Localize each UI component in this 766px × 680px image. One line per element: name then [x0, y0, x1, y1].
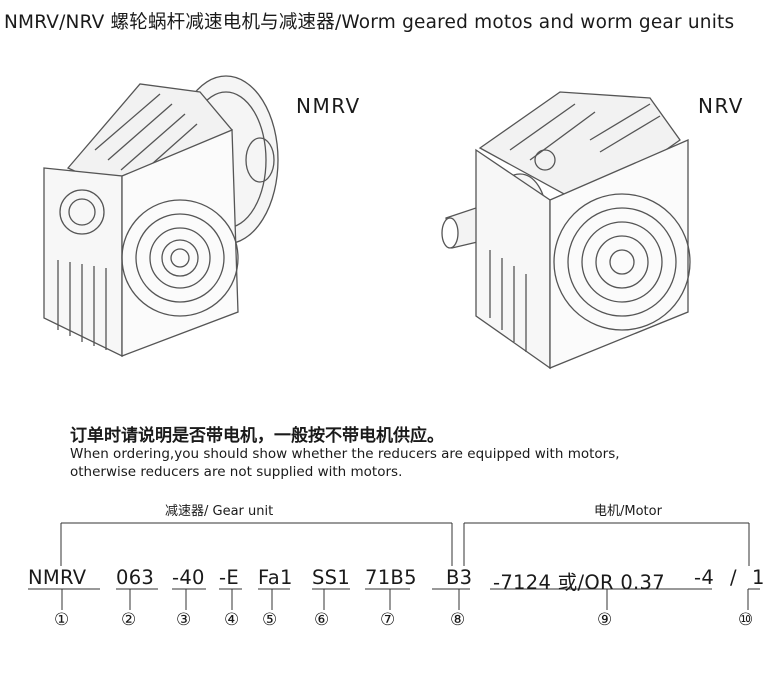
position-number-6: ⑥: [314, 610, 330, 630]
position-number-1: ①: [54, 610, 70, 630]
code-segment-4: -E: [219, 566, 239, 589]
code-segment-1: NMRV: [28, 566, 87, 589]
code-segment-7: 71B5: [365, 566, 417, 589]
code-segment-12: 1: [752, 566, 765, 589]
position-number-5: ⑤: [262, 610, 278, 630]
code-segment-11: /: [730, 566, 737, 589]
order-notice-cn: 订单时请说明是否带电机，一般按不带电机供应。: [70, 426, 444, 446]
position-number-8: ⑧: [450, 610, 466, 630]
position-number-9: ⑨: [597, 610, 613, 630]
position-number-4: ④: [224, 610, 240, 630]
order-notice-en-line1: When ordering,you should show whether th…: [70, 446, 620, 462]
code-segment-5: Fa1: [258, 566, 293, 589]
position-number-2: ②: [121, 610, 137, 630]
page-title: NMRV/NRV 螺轮蜗杆减速电机与减速器/Worm geared motos …: [4, 12, 735, 33]
code-segment-3: -40: [172, 566, 205, 589]
position-number-3: ③: [176, 610, 192, 630]
code-segment-6: SS1: [312, 566, 351, 589]
nmrv-model-label: NMRV: [296, 94, 361, 118]
position-number-7: ⑦: [380, 610, 396, 630]
gear-unit-group-label: 减速器/ Gear unit: [165, 504, 274, 519]
motor-group-label: 电机/Motor: [594, 504, 662, 519]
nrv-model-label: NRV: [698, 94, 744, 118]
code-segment-2: 063: [116, 566, 155, 589]
code-segment-10: -4: [694, 566, 715, 589]
code-segment-8: B3: [446, 566, 473, 589]
position-number-10: ⑩: [738, 610, 754, 630]
order-notice-en-line2: otherwise reducers are not supplied with…: [70, 464, 403, 480]
code-segment-9: -7124 或/OR 0.37: [493, 571, 665, 594]
